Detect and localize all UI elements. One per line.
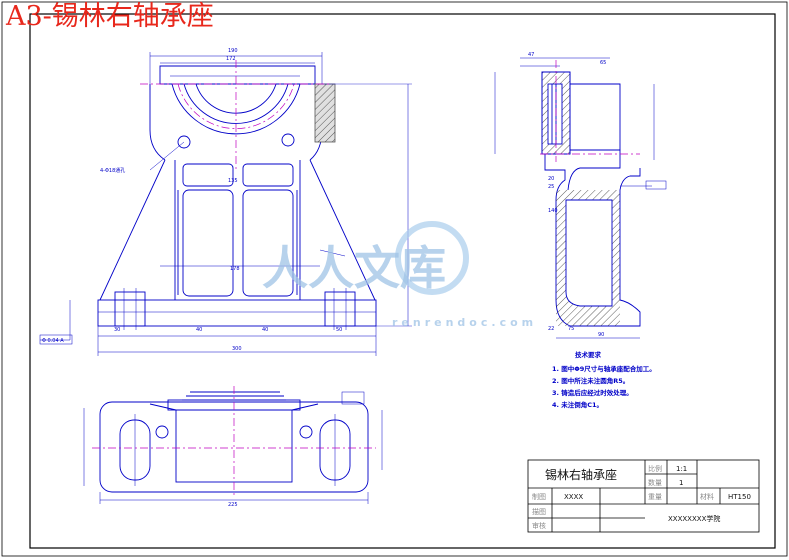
title-block	[527, 459, 760, 533]
dim-top-190: 190	[228, 48, 238, 54]
plan-center-lines	[92, 386, 376, 498]
titleblock-qty: 1	[679, 479, 683, 487]
titleblock-material-label: 材料	[700, 492, 714, 501]
titleblock-ratio: 1:1	[676, 465, 687, 473]
dim-top-172: 172	[226, 56, 236, 62]
watermark-ring-icon	[395, 221, 469, 295]
label-tolerance: Φ 0.04 A	[42, 338, 64, 344]
dim-bottom-40: 40	[196, 327, 202, 333]
tech-notes-heading: 技术要求	[575, 350, 602, 359]
titleblock-drawing-label: 制图	[532, 492, 546, 501]
label-4holes: 4-Φ18通孔	[100, 167, 125, 174]
titleblock-check-label: 描图	[532, 507, 546, 516]
inner-frame	[29, 13, 776, 549]
tech-note-4: 4. 未注倒角C1。	[552, 400, 603, 409]
tech-note-2: 2. 图中所注未注圆角R5。	[552, 376, 629, 385]
dim-mid-178: 178	[230, 266, 240, 272]
titleblock-material: HT150	[728, 493, 751, 501]
side-dim-22: 22	[548, 326, 554, 332]
side-dim-75: 75	[568, 326, 574, 332]
dim-bottom-30: 30	[114, 327, 120, 333]
front-view	[40, 52, 412, 356]
titleblock-drawing-value: XXXX	[564, 493, 583, 501]
front-center-lines	[140, 60, 332, 170]
titleblock-weight-label: 重量	[648, 493, 662, 501]
watermark: 人人文库 renrendoc.com	[262, 221, 537, 329]
page-title: A3-锡林右轴承座	[6, 1, 214, 32]
watermark-brand: 人人文库	[262, 241, 446, 295]
tech-note-3: 3. 铸造后应经过时效处理。	[552, 388, 633, 397]
watermark-site: renrendoc.com	[392, 316, 537, 329]
dim-bottom-50: 50	[336, 327, 342, 333]
side-dim-25: 25	[548, 184, 554, 190]
plan-dim-225: 225	[228, 502, 238, 508]
side-dim-90: 90	[598, 332, 604, 338]
titleblock-school: XXXXXXXX学院	[668, 514, 720, 523]
side-dim-47: 47	[528, 52, 534, 58]
dim-mid-135: 135	[228, 178, 238, 184]
side-dim-65: 65	[600, 60, 606, 66]
tech-notes: 技术要求 1. 图中Φ9尺寸与轴承座配合加工。 2. 图中所注未注圆角R5。 3…	[552, 350, 656, 409]
tech-note-1: 1. 图中Φ9尺寸与轴承座配合加工。	[552, 364, 656, 373]
titleblock-ratio-label: 比例	[648, 464, 662, 473]
dim-bottom-300: 300	[232, 346, 242, 352]
side-view	[494, 57, 667, 339]
tolerance-frame	[39, 334, 73, 345]
dim-bottom-40b: 40	[262, 327, 268, 333]
side-center-lines	[540, 60, 640, 162]
side-dim-20: 20	[548, 176, 554, 182]
side-dim-140: 140	[548, 208, 558, 214]
titleblock-part-name: 锡林右轴承座	[545, 467, 617, 482]
titleblock-qty-label: 数量	[648, 478, 662, 487]
titleblock-audit-label: 审核	[532, 521, 546, 530]
